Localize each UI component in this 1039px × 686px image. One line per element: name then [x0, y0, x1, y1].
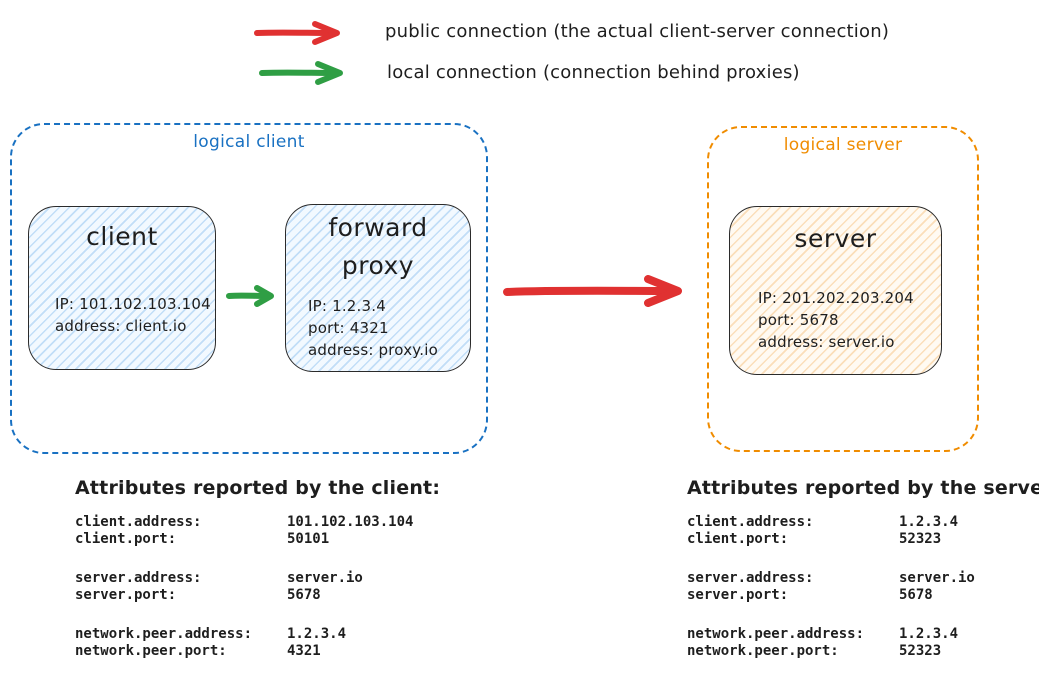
client-address: address: client.io	[55, 317, 187, 335]
attribute-value: 101.102.103.104	[287, 514, 414, 530]
client-attributes-title: Attributes reported by the client:	[75, 477, 441, 499]
server-attributes-group-connection: client.address: 1.2.3.4 client.port: 523…	[687, 514, 1039, 548]
attribute-row: client.port: 50101	[75, 531, 440, 548]
attribute-key: server.address:	[687, 570, 814, 586]
attribute-key: network.peer.address:	[75, 626, 253, 642]
server-ip: IP: 201.202.203.204	[758, 289, 914, 307]
attribute-row: network.peer.port: 52323	[687, 643, 1039, 660]
attribute-value: 52323	[899, 643, 942, 659]
forward-proxy-details: IP: 1.2.3.4 port: 4321 address: proxy.io	[308, 295, 438, 361]
proxy-address: address: proxy.io	[308, 341, 438, 359]
local-connection-arrow-icon	[259, 61, 343, 85]
attribute-key: network.peer.address:	[687, 626, 865, 642]
attribute-row: server.port: 5678	[687, 587, 1039, 604]
attribute-row: client.address: 1.2.3.4	[687, 514, 1039, 531]
logical-client-group: logical client	[10, 123, 488, 454]
server-attributes-title: Attributes reported by the server:	[687, 477, 1039, 499]
attribute-value: 4321	[287, 643, 321, 659]
attribute-value: 1.2.3.4	[899, 626, 959, 642]
attribute-key: client.port:	[687, 531, 789, 547]
server-attributes-group-network: network.peer.address: 1.2.3.4 network.pe…	[687, 626, 1039, 660]
logical-server-label: logical server	[783, 135, 903, 155]
client-attributes-group-network: network.peer.address: 1.2.3.4 network.pe…	[75, 626, 440, 660]
server-port: port: 5678	[758, 311, 839, 329]
server-attributes-block: Attributes reported by the server: clien…	[687, 477, 1039, 682]
server-attributes-group-server: server.address: server.io server.port: 5…	[687, 570, 1039, 604]
attribute-row: client.port: 52323	[687, 531, 1039, 548]
proxy-to-server-arrow-icon	[503, 275, 682, 307]
forward-proxy-title-line1: forward	[328, 213, 428, 242]
forward-proxy-node: forward proxy IP: 1.2.3.4 port: 4321 add…	[285, 204, 471, 372]
client-node-title: client	[86, 222, 158, 251]
server-node: server IP: 201.202.203.204 port: 5678 ad…	[729, 206, 942, 375]
attribute-row: server.address: server.io	[687, 570, 1039, 587]
client-node: client IP: 101.102.103.104 address: clie…	[28, 206, 216, 370]
attribute-row: network.peer.address: 1.2.3.4	[687, 626, 1039, 643]
attribute-value: 1.2.3.4	[899, 514, 959, 530]
logical-server-group: logical server	[707, 126, 979, 452]
attribute-row: client.address: 101.102.103.104	[75, 514, 440, 531]
attribute-value: 52323	[899, 531, 942, 547]
client-ip: IP: 101.102.103.104	[55, 295, 211, 313]
logical-client-label: logical client	[193, 132, 305, 152]
attribute-value: server.io	[287, 570, 363, 586]
attribute-key: network.peer.port:	[687, 643, 839, 659]
attribute-key: server.address:	[75, 570, 202, 586]
attribute-row: server.port: 5678	[75, 587, 440, 604]
attribute-key: client.port:	[75, 531, 177, 547]
public-connection-arrow-icon	[254, 21, 340, 45]
client-to-proxy-arrow-icon	[226, 285, 274, 307]
attribute-value: server.io	[899, 570, 975, 586]
proxy-ip: IP: 1.2.3.4	[308, 297, 386, 315]
server-address: address: server.io	[758, 333, 895, 351]
legend-public-connection-label: public connection (the actual client-ser…	[385, 21, 890, 42]
attribute-row: network.peer.address: 1.2.3.4	[75, 626, 440, 643]
attribute-key: network.peer.port:	[75, 643, 227, 659]
attribute-value: 5678	[899, 587, 933, 603]
attribute-key: server.port:	[687, 587, 789, 603]
attribute-key: client.address:	[75, 514, 202, 530]
forward-proxy-title-line2: proxy	[341, 251, 415, 280]
proxy-port: port: 4321	[308, 319, 389, 337]
client-attributes-group-server: server.address: server.io server.port: 5…	[75, 570, 440, 604]
attribute-value: 1.2.3.4	[287, 626, 347, 642]
client-attributes-block: Attributes reported by the client: clien…	[75, 477, 440, 682]
attribute-key: server.port:	[75, 587, 177, 603]
attribute-value: 5678	[287, 587, 321, 603]
legend-local-connection-label: local connection (connection behind prox…	[387, 62, 800, 83]
client-attributes-group-connection: client.address: 101.102.103.104 client.p…	[75, 514, 440, 548]
attribute-value: 50101	[287, 531, 330, 547]
server-node-title: server	[794, 224, 877, 253]
attribute-key: client.address:	[687, 514, 814, 530]
attribute-row: network.peer.port: 4321	[75, 643, 440, 660]
attribute-row: server.address: server.io	[75, 570, 440, 587]
client-node-details: IP: 101.102.103.104 address: client.io	[55, 293, 211, 337]
server-node-details: IP: 201.202.203.204 port: 5678 address: …	[758, 287, 914, 353]
